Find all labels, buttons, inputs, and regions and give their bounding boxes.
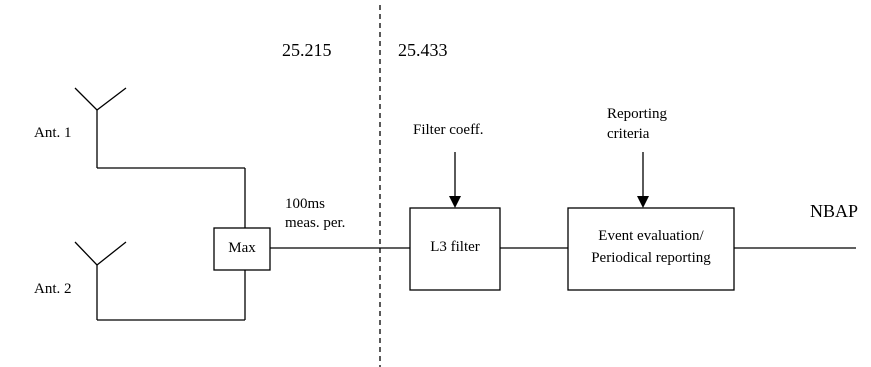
event-evaluation-line-1: Event evaluation/ xyxy=(598,228,704,244)
antenna-1-icon xyxy=(74,87,127,168)
filter-coeff-arrow-head xyxy=(449,196,461,208)
event-evaluation-line-2: Periodical reporting xyxy=(591,250,711,266)
spec-right-label: 25.433 xyxy=(398,40,448,60)
reporting-criteria-arrow-head xyxy=(637,196,649,208)
antenna-1-label: Ant. 1 xyxy=(34,125,72,141)
meas-period-line-2: meas. per. xyxy=(285,215,346,231)
meas-period-line-1: 100ms xyxy=(285,196,326,212)
event-evaluation-box xyxy=(567,207,735,291)
nbap-label: NBAP xyxy=(810,201,859,221)
l3-filter-label: L3 filter xyxy=(430,239,480,255)
reporting-criteria-line-2: criteria xyxy=(607,126,650,142)
max-block-label: Max xyxy=(228,240,256,256)
antenna-2-icon xyxy=(74,241,127,320)
max-block-box xyxy=(213,227,271,271)
filter-coeff-label: Filter coeff. xyxy=(413,122,484,138)
spec-left-label: 25.215 xyxy=(282,40,332,60)
reporting-criteria-line-1: Reporting xyxy=(607,106,667,122)
antenna-2-label: Ant. 2 xyxy=(34,281,72,297)
